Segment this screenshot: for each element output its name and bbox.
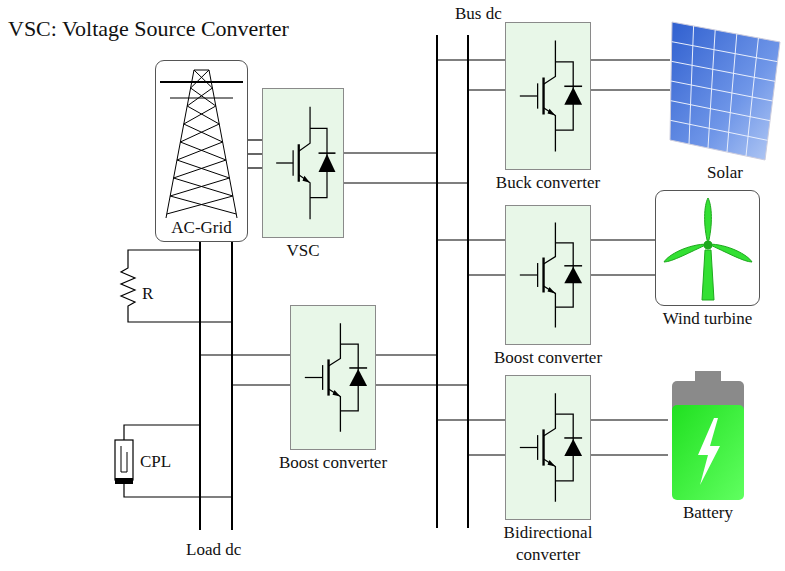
node-caption: VSC — [286, 240, 319, 262]
source-frame: AC-Grid — [155, 60, 248, 242]
power-connection — [591, 240, 655, 275]
wind-turbine-icon — [664, 198, 752, 300]
transmission-tower — [160, 70, 243, 218]
source-icon-outline — [668, 370, 748, 500]
source-frame-outline: AC-Grid — [155, 60, 248, 242]
wire-label: Load dc — [184, 540, 243, 560]
wire-label: CPL — [138, 452, 173, 472]
connector-wire — [591, 274, 655, 275]
wire-label: Bus dc — [453, 4, 504, 24]
node-caption: Wind turbine — [663, 308, 753, 330]
igbt-symbol — [506, 23, 590, 169]
converter-box: Boost converter — [505, 205, 591, 345]
igbt-symbol — [263, 89, 343, 237]
connector-wire — [591, 419, 668, 420]
source-icon: Solar — [670, 18, 780, 160]
node-caption: Boost converter — [494, 347, 602, 369]
source-icon-outline — [670, 18, 780, 160]
node-caption: Buck converter — [496, 172, 600, 194]
converter-box-outline — [505, 375, 591, 520]
converter-box: Bidirectional converter — [505, 375, 591, 520]
converter-box-outline — [290, 305, 376, 450]
resistor-symbol — [121, 250, 232, 322]
source-frame-outline — [655, 190, 760, 306]
converter-box-outline — [505, 22, 591, 170]
converter-box-outline — [262, 88, 344, 238]
connector-wire — [591, 89, 670, 90]
connector-wire — [248, 139, 262, 140]
igbt-symbol — [506, 376, 590, 519]
node-caption: Boost converter — [279, 452, 387, 474]
diagram-title: VSC: Voltage Source Converter — [8, 16, 289, 42]
power-connection — [591, 420, 668, 455]
connector-wire — [591, 239, 655, 240]
node-label: AC-Grid — [171, 217, 231, 239]
power-connection — [248, 140, 262, 168]
solar-panel — [670, 22, 780, 160]
source-icon: Battery — [668, 370, 748, 500]
converter-box: VSC — [262, 88, 344, 238]
wire-label: R — [140, 284, 155, 304]
converter-box: Buck converter — [505, 22, 591, 170]
connector-wire — [591, 454, 668, 455]
converter-box: Boost converter — [290, 305, 376, 450]
igbt-symbol — [506, 206, 590, 344]
source-frame: Wind turbine — [655, 190, 760, 306]
power-connection — [591, 60, 670, 90]
bus-wires — [200, 35, 468, 530]
connector-wire — [248, 167, 262, 168]
cpl-symbol — [115, 425, 232, 497]
node-caption: Bidirectional converter — [488, 522, 608, 566]
igbt-symbol — [291, 306, 375, 449]
converter-wires — [200, 60, 505, 455]
node-caption: Battery — [683, 502, 733, 524]
battery-icon — [672, 371, 744, 500]
node-caption: Solar — [707, 162, 743, 184]
converter-box-outline — [505, 205, 591, 345]
connector-wire — [248, 153, 262, 154]
connector-wire — [591, 59, 670, 60]
